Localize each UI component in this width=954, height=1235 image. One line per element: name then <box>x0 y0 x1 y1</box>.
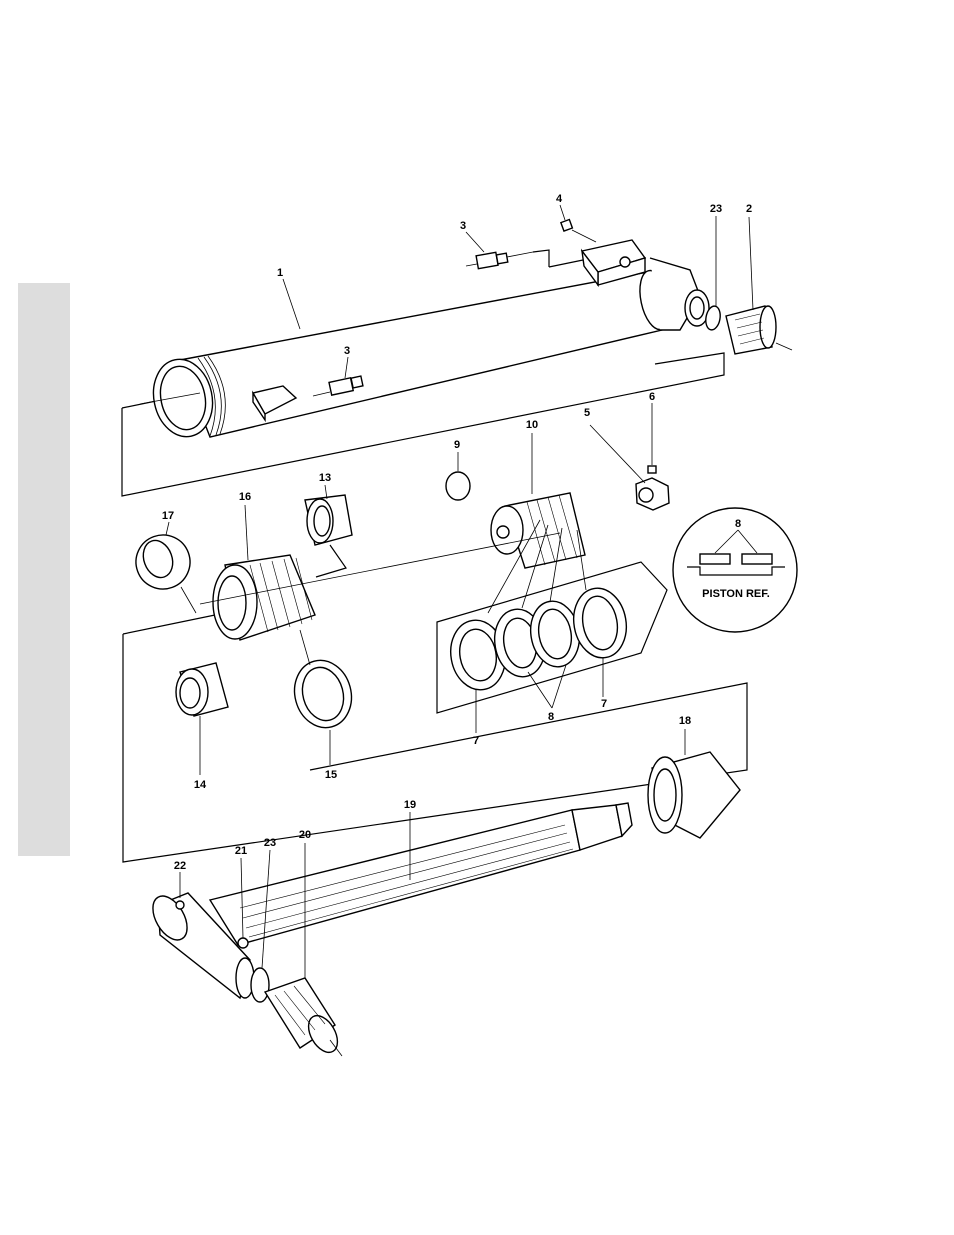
callout-21: 21 <box>235 845 247 857</box>
callout-1: 1 <box>277 267 283 279</box>
callout-15: 15 <box>325 769 337 781</box>
callout-20: 20 <box>299 829 311 841</box>
lock-nut <box>636 478 669 510</box>
o-ring-piston <box>446 472 470 500</box>
callout-14: 14 <box>194 779 207 791</box>
fitting-upper <box>466 252 533 269</box>
callout-23-upper: 23 <box>710 203 722 215</box>
callout-18: 18 <box>679 715 691 727</box>
frame-middle <box>123 615 747 862</box>
wiper-seal <box>128 527 197 596</box>
o-ring-lower <box>251 968 269 1002</box>
bearing-ring <box>176 663 228 716</box>
callout-23-lower: 23 <box>264 837 276 849</box>
callout-10: 10 <box>526 419 538 431</box>
callout-2: 2 <box>746 203 752 215</box>
piston-ref-label: PISTON REF. <box>702 588 770 600</box>
guide-bushing <box>305 495 352 577</box>
callout-16: 16 <box>239 491 251 503</box>
piston-rod <box>210 803 632 945</box>
bushing-lower <box>265 978 343 1057</box>
callout-9: 9 <box>454 439 460 451</box>
callout-17: 17 <box>162 510 174 522</box>
set-screw <box>648 466 656 473</box>
callout-6: 6 <box>649 391 655 403</box>
callout-8-detail: 8 <box>735 518 741 530</box>
callout-7-left: 7 <box>473 735 479 747</box>
rod-gland-nut <box>648 752 740 838</box>
callout-5: 5 <box>584 407 590 419</box>
rod-seal <box>287 654 359 734</box>
plug-screw <box>561 220 596 242</box>
callout-13: 13 <box>319 472 331 484</box>
callout-19: 19 <box>404 799 416 811</box>
callout-22: 22 <box>174 860 186 872</box>
cylinder-barrel <box>140 258 709 442</box>
callout-7-right: 7 <box>601 698 607 710</box>
callout-4: 4 <box>556 193 563 205</box>
bushing-upper <box>726 306 792 354</box>
callout-8-seals: 8 <box>548 711 554 723</box>
callout-3-upper: 3 <box>460 220 466 232</box>
callout-3-lower: 3 <box>344 345 350 357</box>
gland <box>181 555 315 640</box>
